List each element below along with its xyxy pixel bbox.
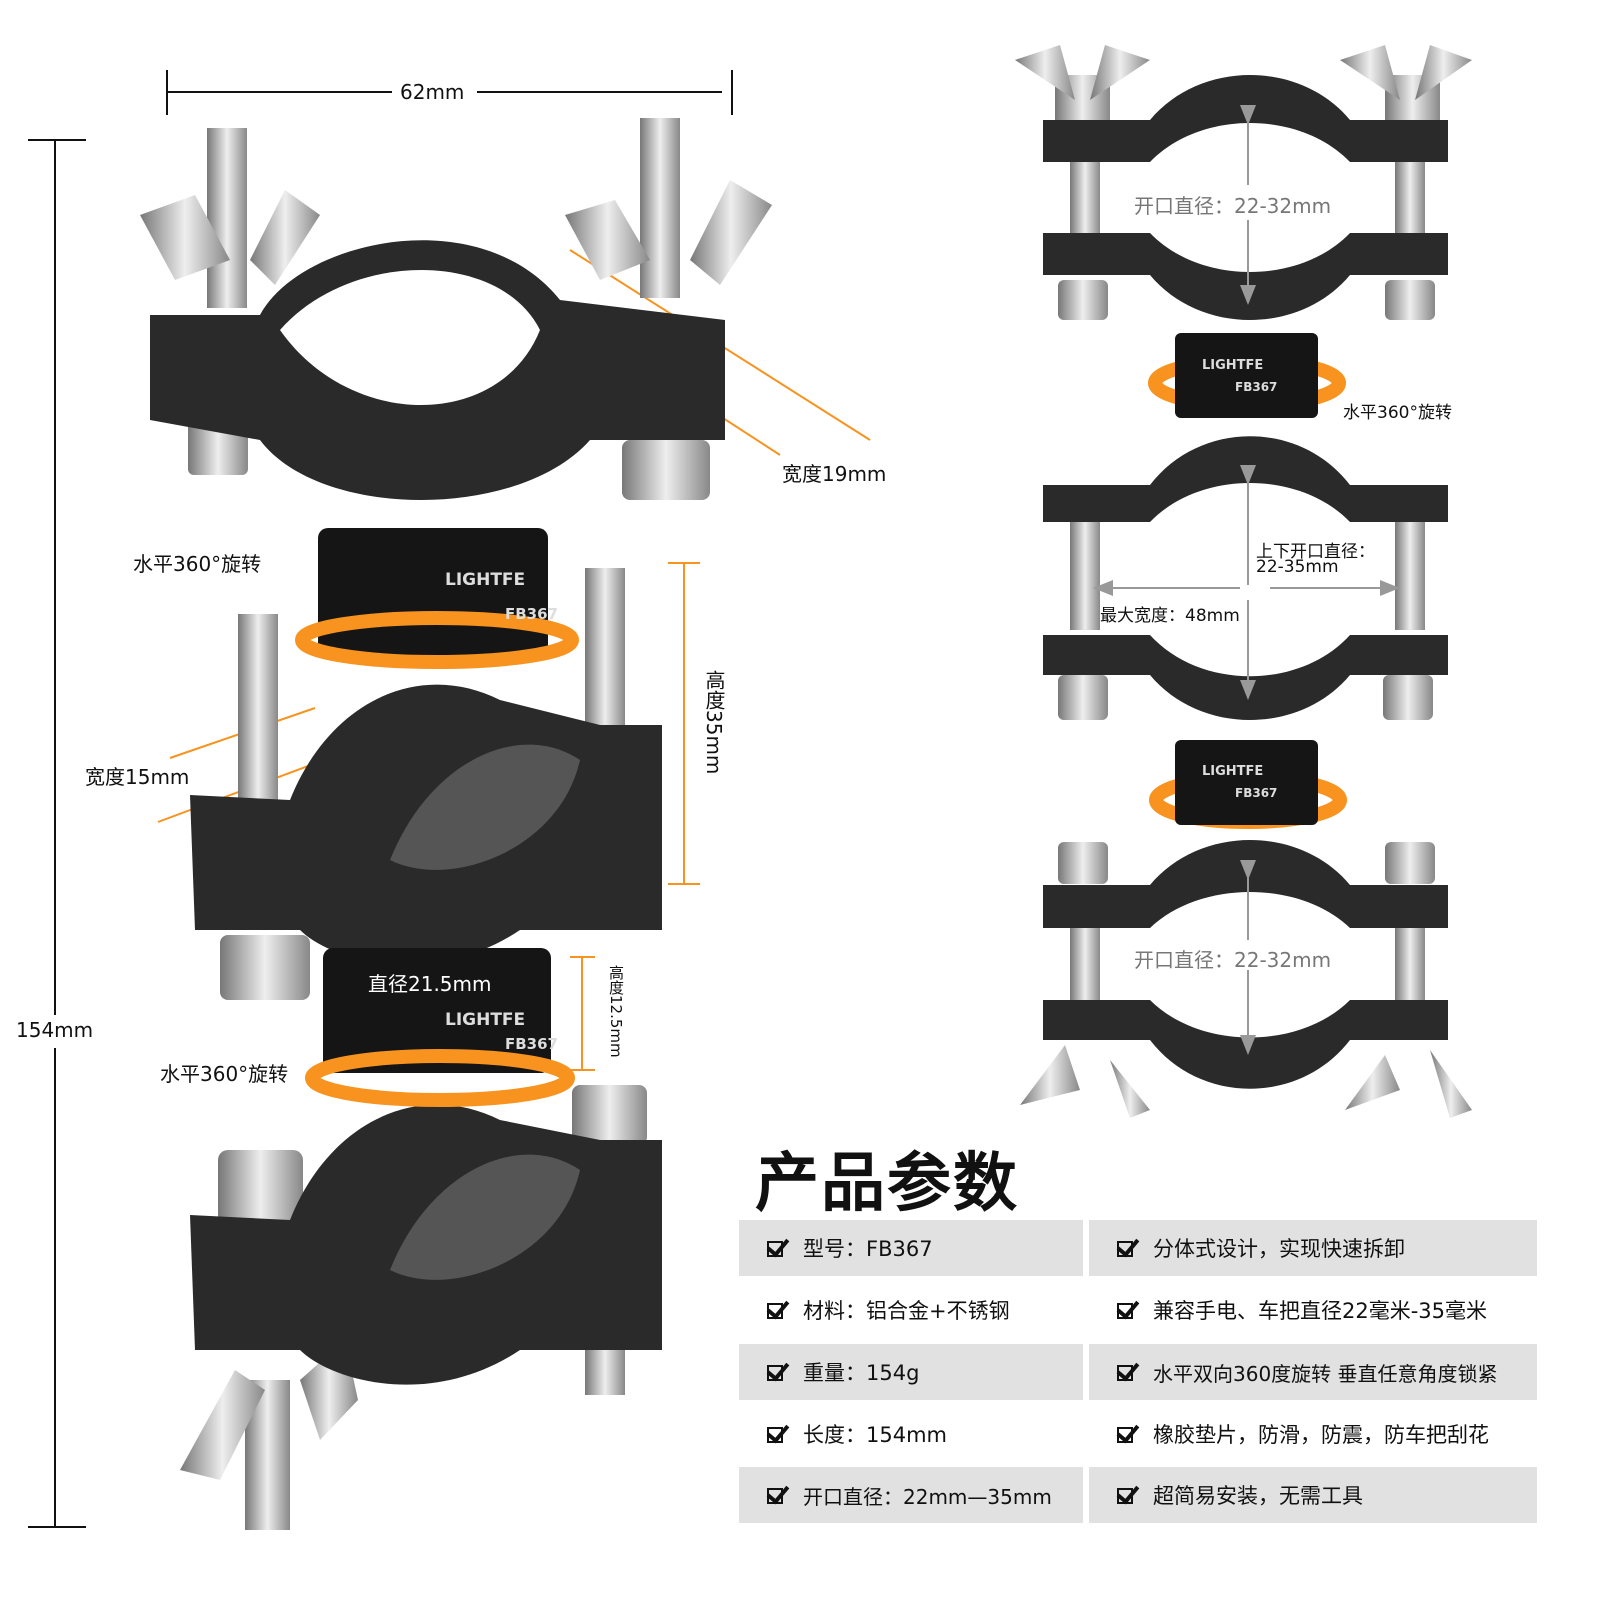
checkmark-icon — [1117, 1484, 1139, 1506]
dimension-lines — [28, 70, 733, 1528]
width-total-label: 62mm — [400, 80, 465, 104]
checkmark-icon — [767, 1423, 789, 1445]
bolts-left — [140, 118, 772, 1530]
length-total-label: 154mm — [16, 1018, 94, 1042]
specs-title: 产品参数 — [755, 1147, 1019, 1221]
clamp-openings-left — [280, 270, 580, 1280]
opening-mid-label-1: 上下开口直径： — [1256, 542, 1375, 562]
spec-item: 材料：铝合金+不锈钢 — [739, 1282, 1083, 1338]
rotate-top-label: 水平360°旋转 — [133, 552, 262, 576]
rotate-bottom-label: 水平360°旋转 — [160, 1062, 289, 1086]
spec-item: 兼容手电、车把直径22毫米-35毫米 — [1089, 1282, 1537, 1338]
spec-item: 开口直径：22mm—35mm — [739, 1467, 1083, 1523]
logo-brand: LIGHTFE — [1202, 764, 1264, 779]
logo-brand: LIGHTFE — [1202, 358, 1264, 373]
logo-model: FB367 — [505, 1035, 558, 1053]
checkmark-icon — [767, 1299, 789, 1321]
opening-mid-label-2: 22-35mm — [1256, 557, 1339, 577]
rotate-right-label: 水平360°旋转 — [1343, 403, 1452, 423]
logo-model: FB367 — [1235, 380, 1278, 394]
spec-item: 分体式设计，实现快速拆卸 — [1089, 1220, 1537, 1276]
swivel-joints-right — [1175, 333, 1318, 825]
measure-lines-right — [1093, 105, 1400, 1055]
spec-item: 重量：154g — [739, 1344, 1083, 1400]
spec-item: 长度：154mm — [739, 1406, 1083, 1462]
spec-text: 材料：铝合金+不锈钢 — [803, 1299, 1010, 1323]
checkmark-icon — [767, 1484, 789, 1506]
band-width-top-label: 宽度19mm — [782, 462, 887, 486]
checkmark-icon — [1117, 1299, 1139, 1321]
opening-bottom-label: 开口直径：22-32mm — [1134, 948, 1332, 972]
spec-item: 超简易安装，无需工具 — [1089, 1467, 1537, 1523]
max-width-label: 最大宽度：48mm — [1100, 606, 1240, 626]
checkmark-icon — [767, 1361, 789, 1383]
clamps-right — [1043, 75, 1448, 1089]
spec-item: 型号：FB367 — [739, 1220, 1083, 1276]
spec-text: 分体式设计，实现快速拆卸 — [1153, 1237, 1405, 1261]
logo-brand: LIGHTFE — [445, 570, 526, 590]
checkmark-icon — [1117, 1237, 1139, 1259]
opening-top-label: 开口直径：22-32mm — [1134, 194, 1332, 218]
height-mid-label: 高度35mm — [702, 670, 726, 775]
spec-text: 超简易安装，无需工具 — [1153, 1484, 1363, 1508]
logo-model: FB367 — [1235, 786, 1278, 800]
checkmark-icon — [1117, 1361, 1139, 1383]
spec-text: 型号：FB367 — [803, 1237, 933, 1261]
spec-text: 兼容手电、车把直径22毫米-35毫米 — [1153, 1299, 1488, 1323]
spec-text: 长度：154mm — [803, 1423, 947, 1447]
spec-text: 橡胶垫片，防滑，防震，防车把刮花 — [1153, 1423, 1489, 1447]
logo-model: FB367 — [505, 605, 558, 623]
height-joint-label: 高度12.5mm — [607, 965, 625, 1058]
spec-item: 橡胶垫片，防滑，防震，防车把刮花 — [1089, 1406, 1537, 1462]
spec-text: 重量：154g — [803, 1361, 920, 1385]
spec-item: 水平双向360度旋转 垂直任意角度锁紧 — [1089, 1344, 1537, 1400]
checkmark-icon — [1117, 1423, 1139, 1445]
diameter-joint-label: 直径21.5mm — [368, 972, 492, 996]
checkmark-icon — [767, 1237, 789, 1259]
band-width-mid-label: 宽度15mm — [85, 765, 190, 789]
spec-text: 水平双向360度旋转 垂直任意角度锁紧 — [1153, 1361, 1498, 1386]
logo-brand: LIGHTFE — [445, 1010, 526, 1030]
spec-text: 开口直径：22mm—35mm — [803, 1484, 1052, 1509]
